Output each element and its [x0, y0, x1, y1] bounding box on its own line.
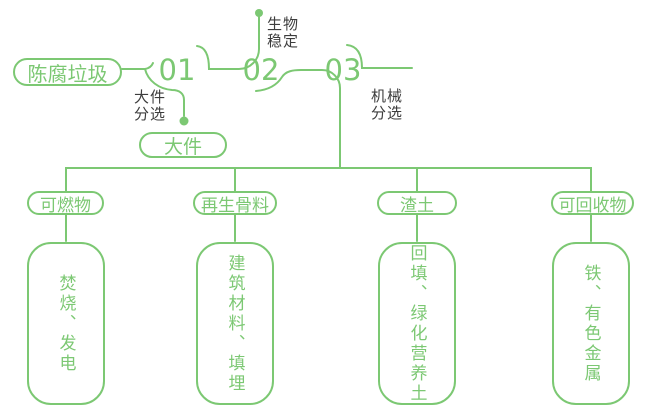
- category-label: 可回收物: [558, 195, 627, 216]
- source-node-label: 陈腐垃圾: [27, 61, 108, 86]
- station-03-arc-and-tail: [346, 44, 413, 69]
- station-01-arc-and-line: [196, 16, 260, 70]
- station-number-02: 02: [242, 53, 280, 87]
- outcome-text: 建筑材料、填埋: [224, 253, 245, 394]
- category-pill-recycled-aggregate: 再生骨料: [193, 191, 277, 216]
- outcome-box-incineration-power: 焚烧、发电: [27, 242, 105, 405]
- bulky-item-label: 大件: [163, 135, 202, 158]
- source-node-pill: 陈腐垃圾: [13, 58, 122, 86]
- station-number-01: 01: [158, 53, 196, 87]
- process-label-bio-stabilization: 生物 稳定: [267, 15, 300, 50]
- category-label: 渣土: [400, 195, 434, 216]
- outcome-box-iron-nonferrous: 铁、有色金属: [552, 242, 630, 405]
- outcome-text: 焚烧、发电: [55, 273, 76, 374]
- category-pill-combustibles: 可燃物: [27, 191, 104, 216]
- outcome-box-backfill-nutrient-soil: 回填、绿化营养土: [378, 242, 456, 405]
- category-pill-slag-soil: 渣土: [377, 191, 457, 216]
- source-connector-line: [121, 62, 154, 70]
- process-label-mechanical-sorting: 机械 分选: [371, 87, 404, 122]
- bio-endpoint-dot: [255, 9, 263, 17]
- station-02-swoosh-and-drop: [255, 69, 341, 169]
- category-label: 再生骨料: [201, 195, 269, 216]
- category-label: 可燃物: [40, 195, 91, 216]
- branch-tree-line: [65, 167, 592, 192]
- bulky-endpoint-dot: [179, 116, 189, 126]
- bulky-item-pill: 大件: [139, 132, 227, 158]
- process-label-bulky-sorting: 大件 分选: [134, 88, 167, 123]
- outcome-text: 回填、绿化营养土: [406, 243, 427, 404]
- category-pill-recyclables: 可回收物: [551, 191, 634, 216]
- pill-to-box-connectors: [65, 214, 592, 242]
- outcome-box-construction-landfill: 建筑材料、填埋: [196, 242, 274, 405]
- outcome-text: 铁、有色金属: [580, 263, 601, 384]
- bulky-branch-line: [144, 68, 185, 117]
- station-number-03: 03: [324, 53, 362, 87]
